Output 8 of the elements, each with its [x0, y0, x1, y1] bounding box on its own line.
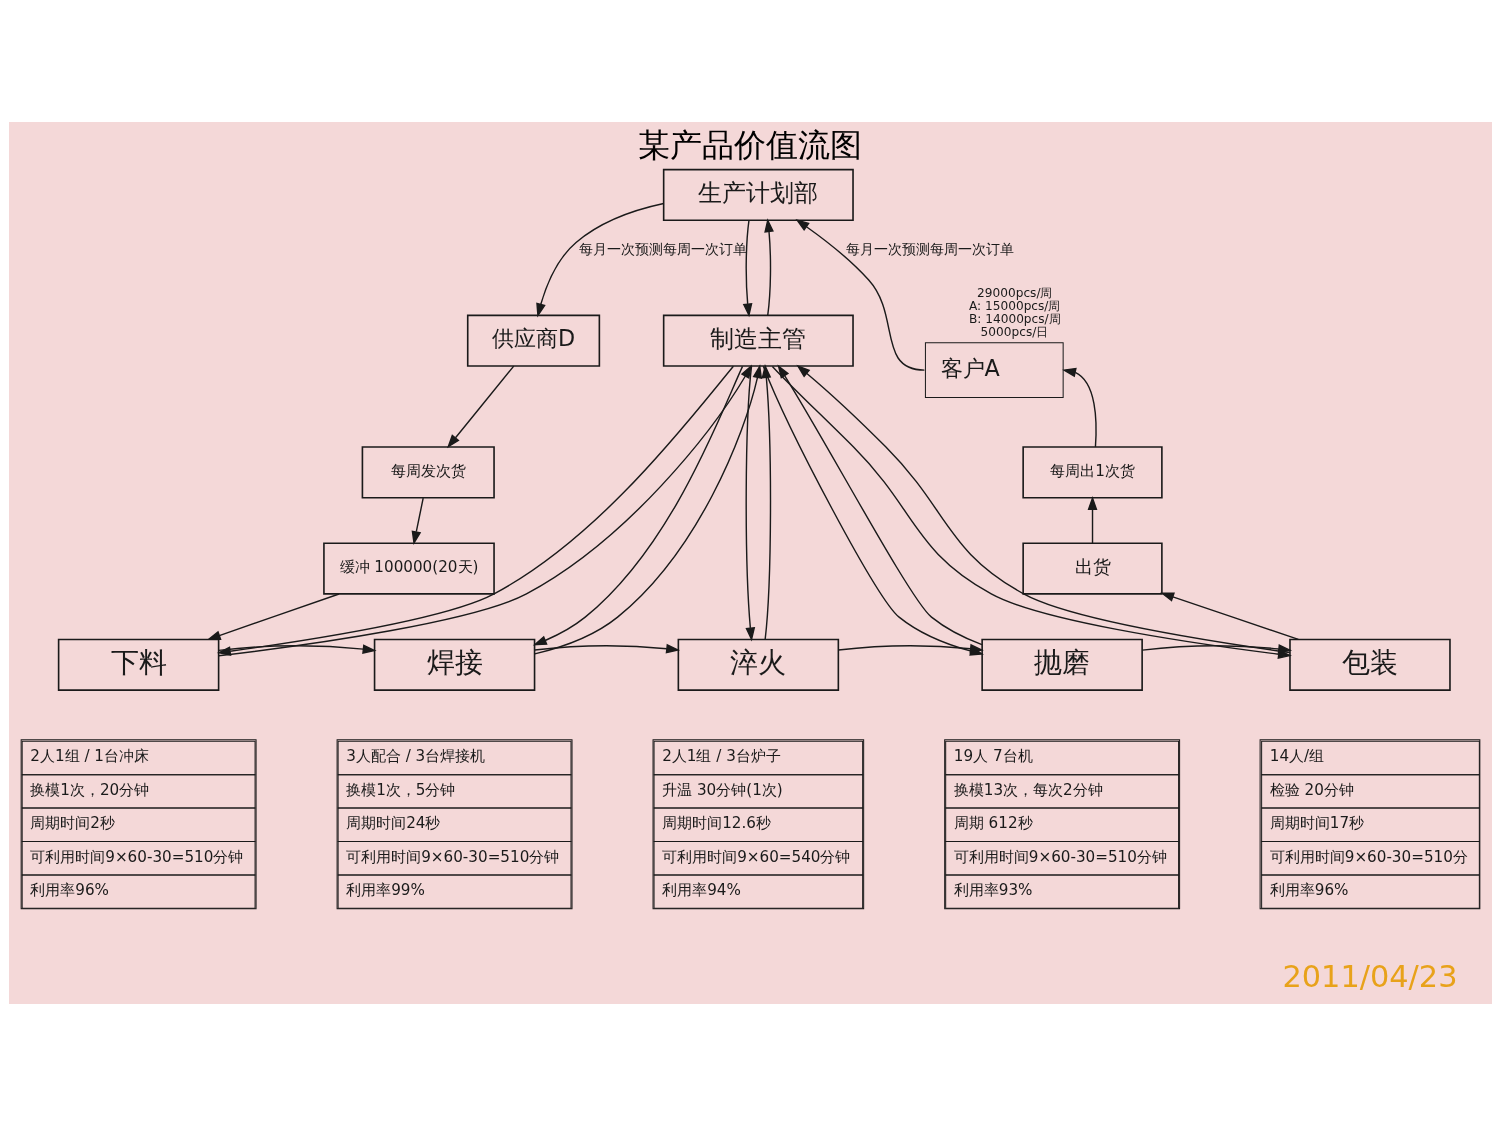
node-label: 29000pcs/周 — [976, 285, 1052, 300]
diagram-title: 某产品价值流图 — [638, 125, 862, 164]
label: 2011/04/23 — [1281, 958, 1457, 994]
edge-label: 每月一次预测每周一次订单 — [845, 240, 1014, 257]
node-label: B: 14000pcs/周 — [968, 311, 1061, 326]
edge-label: 每月一次预测每周一次订单 — [578, 240, 747, 257]
node-label: A: 15000pcs/周 — [968, 298, 1060, 313]
node-label: 5000pcs/日 — [980, 324, 1048, 339]
